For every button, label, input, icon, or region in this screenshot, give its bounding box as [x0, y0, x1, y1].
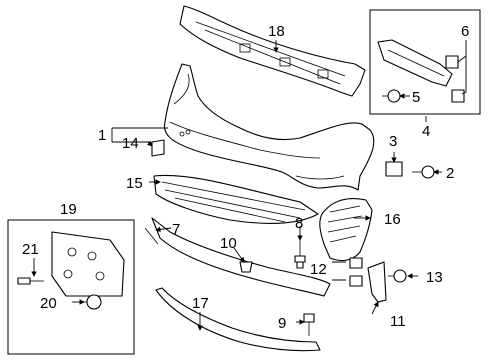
callout-6: 6: [461, 23, 469, 40]
bumper-cover-part: [163, 63, 375, 191]
callout-21: 21: [22, 241, 39, 258]
push-pin-part: [388, 269, 407, 283]
fog-bezel-part: [319, 197, 373, 262]
detail-box-19: [7, 219, 135, 355]
callout-20: 20: [40, 295, 57, 312]
deflector-part: [155, 287, 321, 352]
callout-2: 2: [446, 165, 454, 182]
callout-5: 5: [412, 89, 420, 106]
callout-11: 11: [390, 313, 406, 330]
screw-2-part: [412, 165, 435, 179]
detail-box-4: [369, 9, 481, 115]
bolt-9-part: [303, 313, 315, 336]
license-bracket-part: [51, 231, 125, 297]
lower-grille-part: [153, 174, 319, 224]
lower-valance-part: [144, 217, 331, 297]
callout-1: 1: [98, 127, 106, 144]
fastener-10-part: [239, 261, 253, 273]
leader-lines: [31, 40, 467, 331]
clip-6b-part: [451, 89, 465, 103]
side-bracket-part: [377, 39, 453, 87]
callout-9: 9: [278, 315, 286, 332]
screw-5-part: [382, 89, 401, 103]
callout-10: 10: [220, 235, 237, 252]
clip-upper-part: [349, 257, 363, 269]
callout-12: 12: [310, 261, 327, 278]
callout-4: 4: [422, 123, 430, 140]
screw-8-part: [294, 240, 306, 269]
callout-13: 13: [426, 269, 443, 286]
clip-lower-part: [349, 275, 363, 287]
callout-18: 18: [268, 23, 285, 40]
energy-absorber-part: [179, 5, 366, 97]
callout-17: 17: [192, 295, 209, 312]
bolt-21-part: [17, 277, 44, 285]
callout-16: 16: [384, 211, 401, 228]
sensor-bracket-part: [151, 139, 165, 157]
callout-15: 15: [126, 175, 143, 192]
clip-6a-part: [445, 55, 459, 69]
callout-8: 8: [295, 215, 303, 232]
callout-19: 19: [60, 201, 77, 218]
support-bracket-part: [367, 261, 387, 303]
callout-3: 3: [389, 133, 397, 150]
callout-14: 14: [122, 135, 139, 152]
callout-7: 7: [172, 221, 180, 238]
nut-clip-part: [385, 161, 403, 177]
